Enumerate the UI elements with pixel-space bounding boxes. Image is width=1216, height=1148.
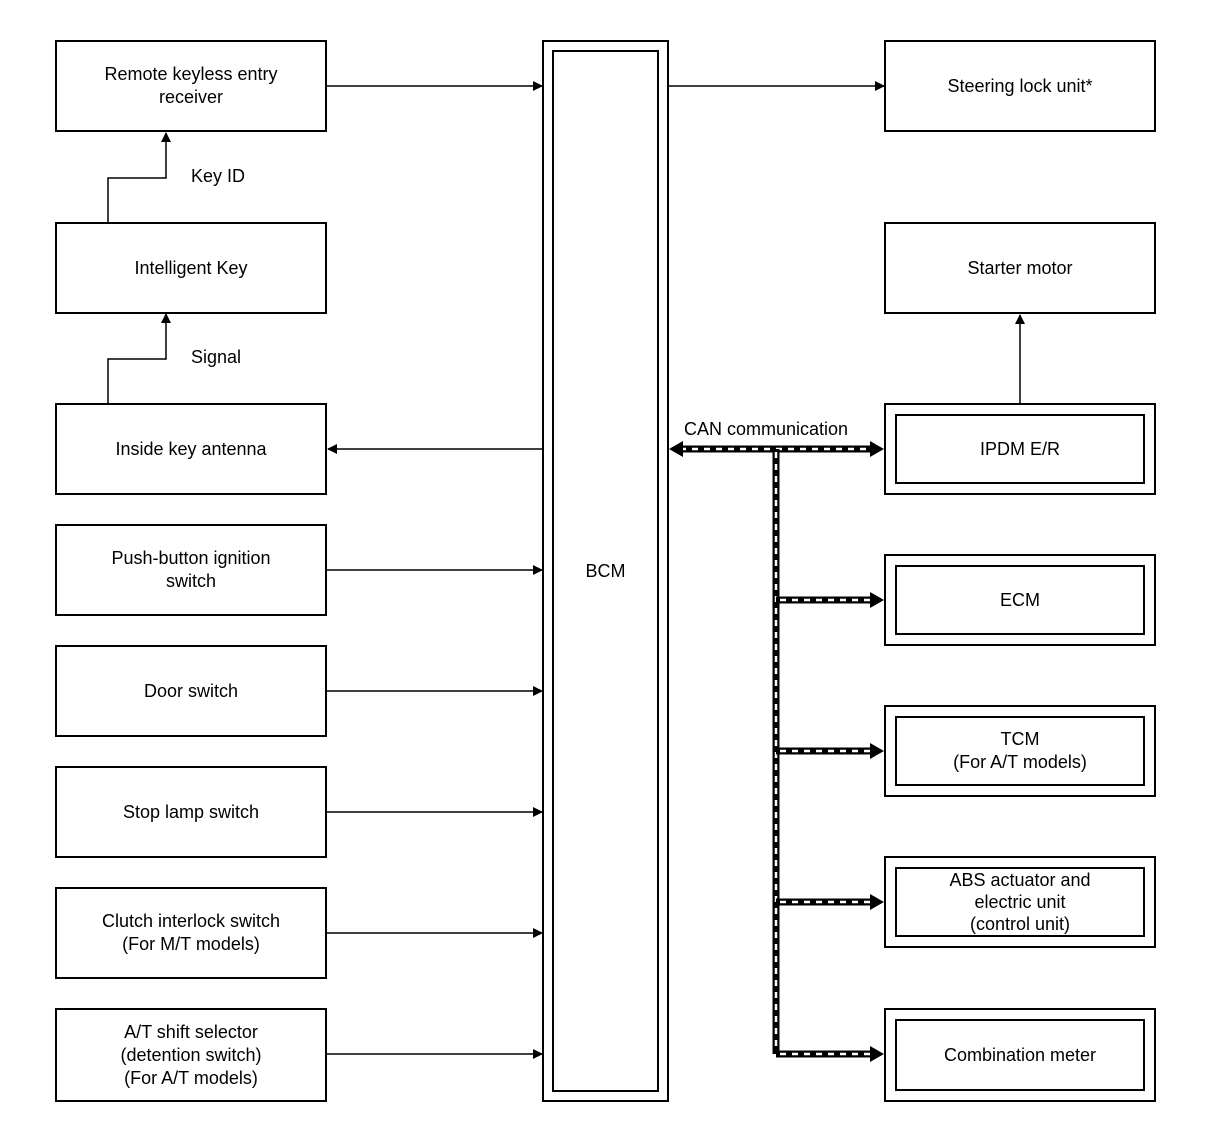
push-button-ignition-switch-label: Push-button ignition switch <box>111 548 271 591</box>
tcm-inner-box: TCM (For A/T models) <box>895 716 1145 786</box>
at-shift-selector-box: A/T shift selector (detention switch) (F… <box>55 1008 327 1102</box>
signal-label: Signal <box>191 347 242 367</box>
tcm-box: TCM (For A/T models) <box>884 705 1156 797</box>
door-switch-box: Door switch <box>55 645 327 737</box>
combination-meter-label: Combination meter <box>943 1044 1097 1065</box>
stop-lamp-switch-box: Stop lamp switch <box>55 766 327 858</box>
ipdm-er-label: IPDM E/R <box>979 438 1060 459</box>
ecm-inner-box: ECM <box>895 565 1145 635</box>
at-shift-selector-label: A/T shift selector (detention switch) (F… <box>120 1021 262 1088</box>
starter-motor-label: Starter motor <box>967 257 1073 278</box>
ecm-label: ECM <box>1000 589 1040 610</box>
combination-meter-inner-box: Combination meter <box>895 1019 1145 1091</box>
tcm-label: TCM (For A/T models) <box>953 729 1087 772</box>
door-switch-label: Door switch <box>143 680 239 701</box>
inside-key-antenna-label: Inside key antenna <box>115 438 267 459</box>
inside-key-antenna-box: Inside key antenna <box>55 403 327 495</box>
remote-keyless-entry-receiver-box: Remote keyless entry receiver <box>55 40 327 132</box>
combination-meter-box: Combination meter <box>884 1008 1156 1102</box>
key-id-label: Key ID <box>191 166 246 186</box>
can-bus <box>669 441 884 1062</box>
stop-lamp-switch-label: Stop lamp switch <box>122 801 260 822</box>
arrow-antenna-to-intelligent-key <box>107 313 171 403</box>
clutch-interlock-switch-label: Clutch interlock switch (For M/T models) <box>101 911 281 954</box>
clutch-interlock-switch-box: Clutch interlock switch (For M/T models) <box>55 887 327 979</box>
intelligent-key-box: Intelligent Key <box>55 222 327 314</box>
push-button-ignition-switch-box: Push-button ignition switch <box>55 524 327 616</box>
remote-keyless-entry-receiver-label: Remote keyless entry receiver <box>104 64 278 107</box>
starter-motor-box: Starter motor <box>884 222 1156 314</box>
can-communication-label: CAN communication <box>684 419 849 439</box>
abs-actuator-label: ABS actuator and electric unit (control … <box>949 870 1091 934</box>
steering-lock-unit-label: Steering lock unit* <box>947 75 1093 96</box>
abs-actuator-box: ABS actuator and electric unit (control … <box>884 856 1156 948</box>
ipdm-er-box: IPDM E/R <box>884 403 1156 495</box>
bcm-inner-box: BCM <box>552 50 659 1092</box>
steering-lock-unit-box: Steering lock unit* <box>884 40 1156 132</box>
ipdm-er-inner-box: IPDM E/R <box>895 414 1145 484</box>
arrow-intelligent-key-to-remote <box>107 132 171 222</box>
abs-actuator-inner-box: ABS actuator and electric unit (control … <box>895 867 1145 937</box>
bcm-box: BCM <box>542 40 669 1102</box>
intelligent-key-label: Intelligent Key <box>134 257 248 278</box>
bcm-label: BCM <box>585 560 626 581</box>
ecm-box: ECM <box>884 554 1156 646</box>
